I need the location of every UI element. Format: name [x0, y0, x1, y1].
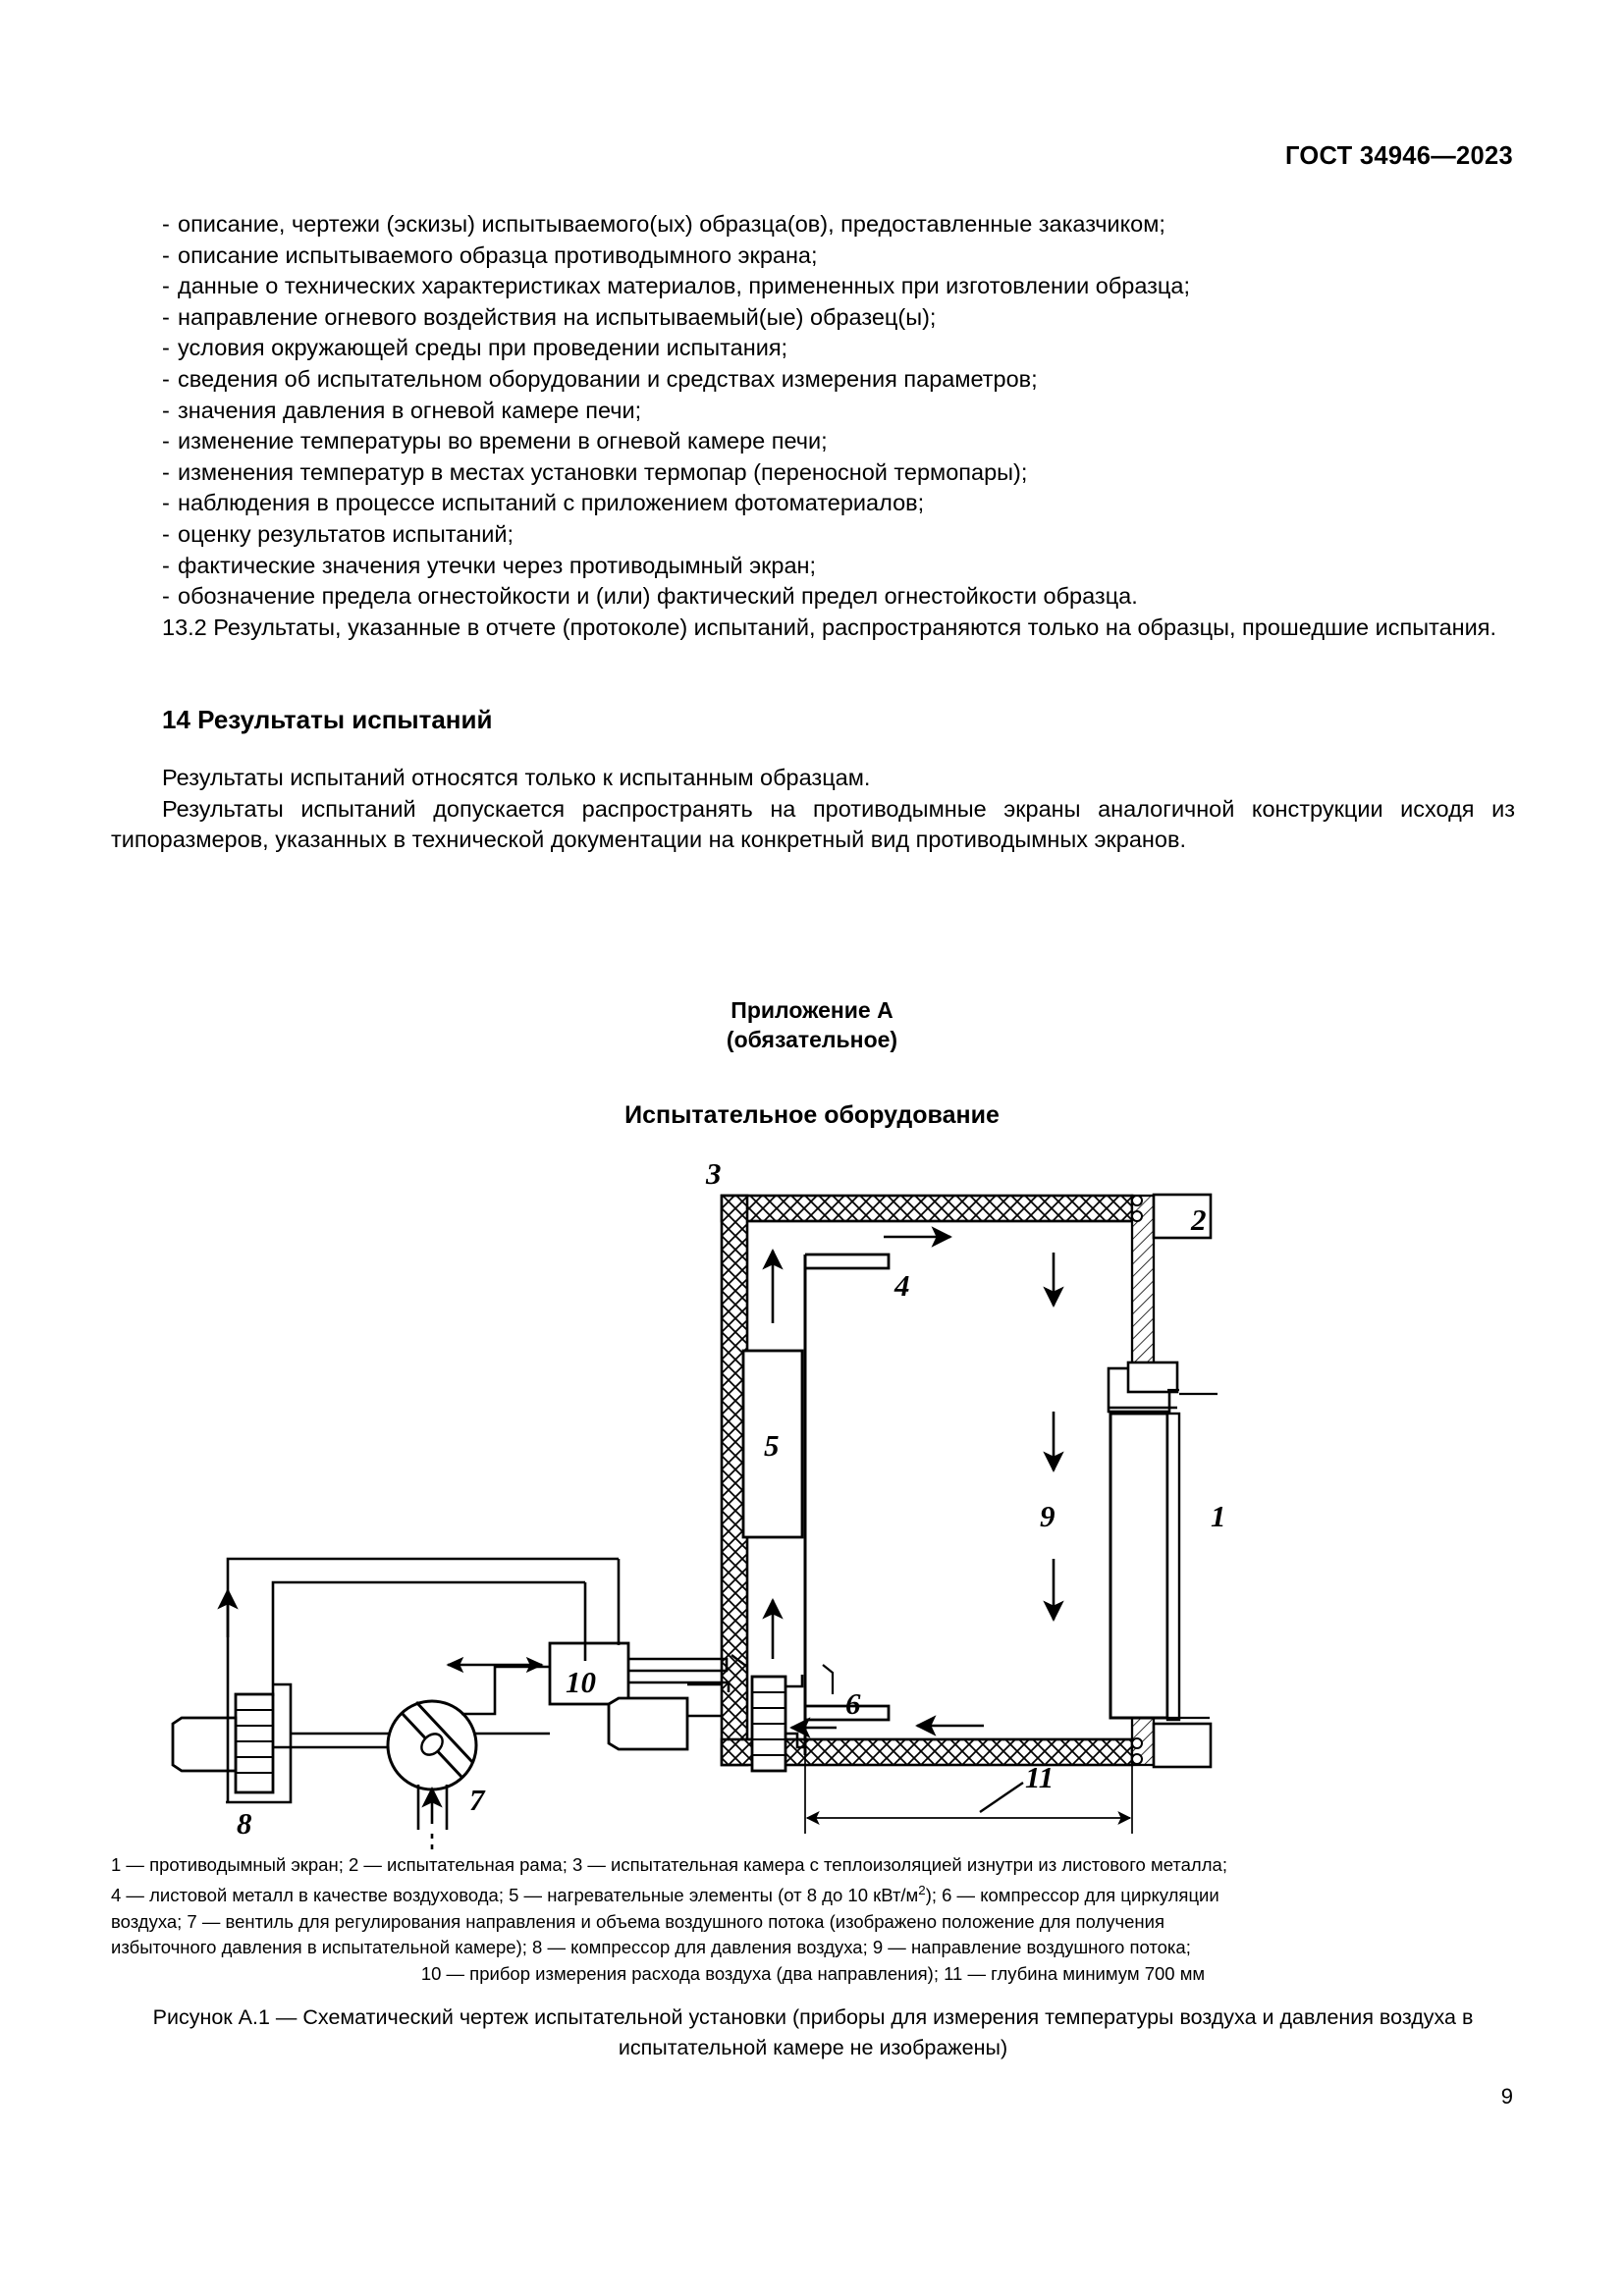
callout-numbers: 2 3 4 5 6 7 8 9 1 10 11	[237, 1156, 1226, 1841]
requirements-list: описание, чертежи (эскизы) испытываемого…	[111, 209, 1515, 613]
callout-10: 10	[566, 1665, 596, 1699]
list-item: наблюдения в процессе испытаний с прилож…	[111, 488, 1515, 519]
test-frame-right	[1130, 1193, 1213, 1769]
legend-line-3: воздуха; 7 — вентиль для регулирования н…	[111, 1910, 1164, 1932]
figure-a1-schematic: 2 3 4 5 6 7 8 9 1 10 11	[0, 1147, 1624, 1853]
callout-9: 9	[1040, 1499, 1056, 1533]
airflow-arrows	[217, 1226, 1064, 1853]
section-14-heading: 14 Результаты испытаний	[162, 705, 493, 734]
callout-6: 6	[845, 1686, 861, 1721]
appendix-subtitle: (обязательное)	[726, 1027, 898, 1052]
legend-line-4: избыточного давления в испытательной кам…	[111, 1937, 1191, 1958]
list-item: изменение температуры во времени в огнев…	[111, 426, 1515, 457]
auxiliary-motor-stub	[607, 1696, 689, 1751]
flow-meter-box	[548, 1641, 731, 1706]
figure-caption-line-2: и давления воздуха в испытательной камер…	[618, 2005, 1474, 2059]
circulation-compressor	[687, 1654, 805, 1773]
list-item: значения давления в огневой камере печи;	[111, 396, 1515, 427]
list-item: обозначение предела огнестойкости и (или…	[111, 581, 1515, 613]
callout-11: 11	[1025, 1760, 1054, 1794]
main-text-block: описание, чертежи (эскизы) испытываемого…	[111, 209, 1515, 643]
callout-3: 3	[705, 1156, 722, 1191]
list-item: данные о технических характеристиках мат…	[111, 271, 1515, 302]
callout-1: 1	[1211, 1499, 1226, 1533]
callout-5: 5	[764, 1428, 780, 1463]
legend-line-2-superscript: 2	[918, 1883, 926, 1898]
callout-8: 8	[237, 1806, 252, 1841]
list-item: описание, чертежи (эскизы) испытываемого…	[111, 209, 1515, 240]
depth-dimension	[804, 1747, 1133, 1834]
list-item: изменения температур в местах установки …	[111, 457, 1515, 489]
figure-legend: 1 — противодымный экран; 2 — испытательн…	[111, 1852, 1515, 1987]
appendix-equipment-heading: Испытательное оборудование	[624, 1101, 1000, 1129]
section-14: 14 Результаты испытаний Результаты испыт…	[111, 705, 1515, 856]
legend-line-1: 1 — противодымный экран; 2 — испытательн…	[111, 1854, 1227, 1875]
chamber-wall-top	[720, 1194, 1134, 1223]
list-item: фактические значения утечки через против…	[111, 551, 1515, 582]
schematic-drawing: 2 3 4 5 6 7 8 9 1 10 11	[171, 1156, 1226, 1853]
callout-leaders	[822, 1664, 835, 1694]
heating-element	[741, 1349, 804, 1539]
air-duct-lower	[805, 1704, 891, 1722]
section-14-paragraph-2: Результаты испытаний допускается распрос…	[111, 795, 1515, 853]
document-header-standard-id: ГОСТ 34946—2023	[1284, 142, 1513, 170]
callout-7: 7	[469, 1783, 486, 1817]
list-item: направление огневого воздействия на испы…	[111, 302, 1515, 334]
list-item: оценку результатов испытаний;	[111, 519, 1515, 551]
list-item: описание испытываемого образца противоды…	[111, 240, 1515, 272]
chamber-wall-bottom	[720, 1737, 1134, 1767]
air-duct-upper	[803, 1253, 891, 1755]
figure-caption-line-1: Рисунок А.1 — Схематический чертеж испыт…	[152, 2005, 1257, 2029]
callout-4: 4	[893, 1268, 910, 1303]
legend-line-2-part-b: ); 6 — компрессор для циркуляции	[925, 1885, 1219, 1906]
list-item: условия окружающей среды при проведении …	[111, 333, 1515, 364]
clause-13-2-paragraph: 13.2 Результаты, указанные в отчете (про…	[162, 614, 1497, 640]
list-item: сведения об испытательном оборудовании и…	[111, 364, 1515, 396]
smoke-screen-assembly	[1107, 1361, 1218, 1722]
appendix-heading-block: Приложение А (обязательное) Испытательно…	[0, 995, 1624, 1130]
legend-line-2-part-a: 4 — листовой металл в качестве воздухово…	[111, 1885, 919, 1906]
pressure-compressor	[171, 1557, 619, 1804]
page-number: 9	[1500, 2084, 1513, 2109]
legend-line-2: 4 — листовой металл в качестве воздухово…	[111, 1878, 1515, 1909]
appendix-title: Приложение А	[731, 997, 893, 1023]
callout-2: 2	[1190, 1202, 1207, 1237]
section-14-paragraph-1: Результаты испытаний относятся только к …	[162, 765, 871, 790]
figure-caption: Рисунок А.1 — Схематический чертеж испыт…	[111, 2002, 1515, 2063]
flow-control-valve	[386, 1559, 621, 1830]
legend-line-5: 10 — прибор измерения расхода воздуха (д…	[420, 1962, 1206, 1984]
